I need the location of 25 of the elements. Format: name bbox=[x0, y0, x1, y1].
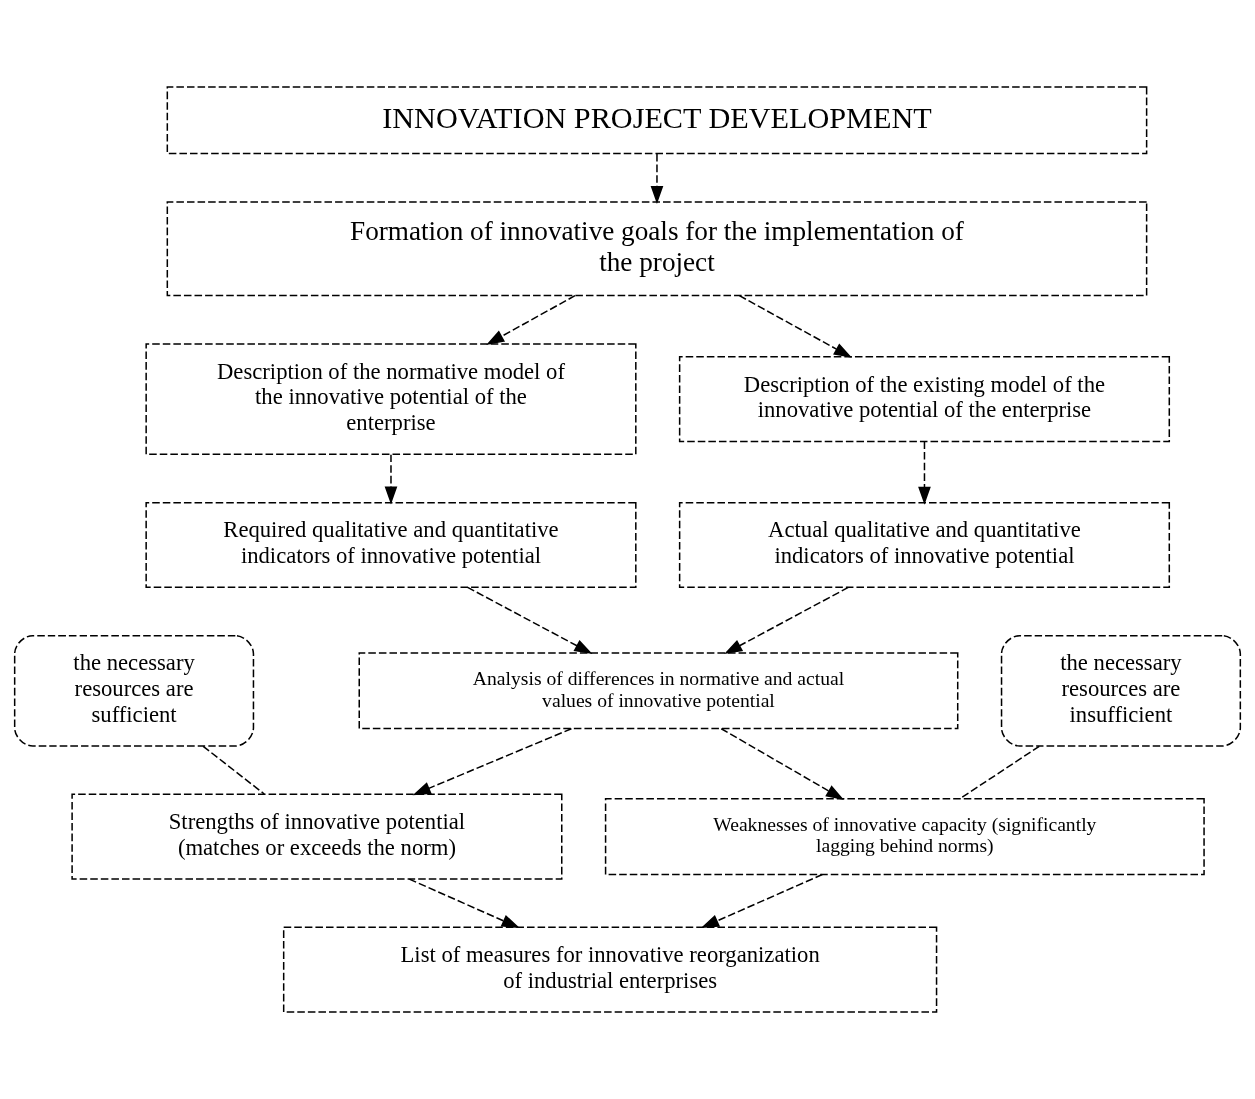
arrow bbox=[700, 873, 824, 929]
node-box: Actual qualitative and quantitative indicators of innovative potential bbox=[678, 501, 1171, 589]
arrow bbox=[720, 727, 845, 800]
arrow bbox=[384, 453, 398, 505]
arrow bbox=[412, 727, 573, 796]
arrow bbox=[738, 294, 853, 358]
arrow bbox=[918, 440, 931, 505]
node-box: Formation of innovative goals for the implementation of the project bbox=[166, 201, 1148, 297]
arrow bbox=[486, 294, 576, 345]
node-box: Weaknesses of innovative capacity (significantly lagging behind norms) bbox=[604, 798, 1205, 876]
node-box: Description of the existing model of the innovative potential of the enterprise bbox=[678, 356, 1171, 443]
arrow bbox=[466, 586, 593, 655]
connector bbox=[959, 745, 1040, 800]
node-box: INNOVATION PROJECT DEVELOPMENT bbox=[166, 86, 1148, 155]
node-box: Analysis of differences in normative and actual values of innovative potential bbox=[358, 652, 959, 730]
node-box: Strengths of innovative potential (matches or exceeds the norm) bbox=[71, 793, 563, 880]
node-box: List of measures for innovative reorganization of industrial enterprises bbox=[282, 926, 938, 1013]
node-box: Required qualitative and quantitative indicators of innovative potential bbox=[145, 501, 637, 589]
node-box: Description of the normative model of the innovative potential of the enterprise bbox=[145, 343, 637, 456]
node-box: the necessary resources are insufficient bbox=[1000, 634, 1242, 747]
connector bbox=[202, 745, 265, 795]
node-box: the necessary resources are sufficient bbox=[13, 634, 255, 747]
arrow bbox=[724, 586, 849, 655]
arrow bbox=[650, 153, 664, 205]
arrow bbox=[408, 878, 520, 929]
